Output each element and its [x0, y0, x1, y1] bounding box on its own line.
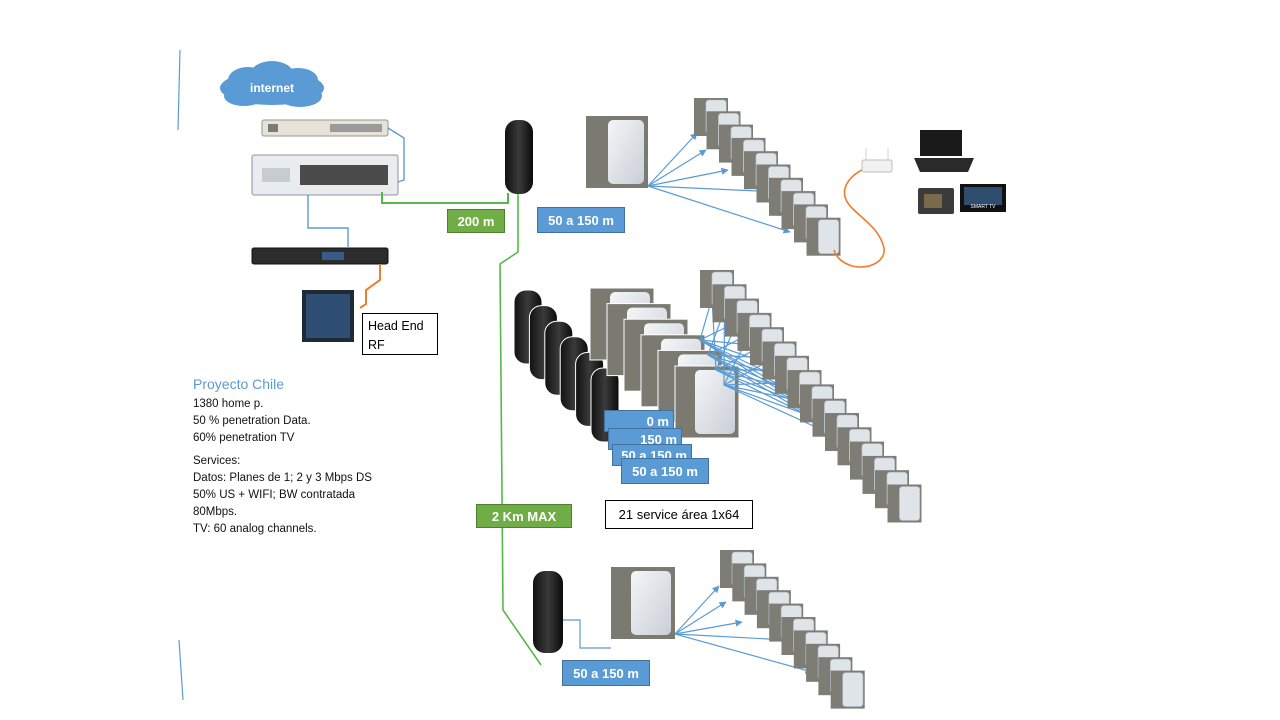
drop-arrow	[647, 167, 729, 187]
ont-stack-bottom	[720, 550, 865, 709]
drop-distance-label-top: 50 a 150 m	[537, 207, 625, 233]
ont-unit-icon	[806, 217, 841, 256]
drop-arrow	[674, 619, 743, 635]
drop-distance-label-middle: 50 a 150 m	[621, 458, 709, 484]
drop-arrow	[674, 633, 813, 674]
drop-distance-label-bottom: 50 a 150 m	[562, 660, 650, 686]
ont-unit-icon	[830, 670, 865, 709]
project-stat: 50 % penetration Data.	[193, 415, 311, 427]
edfa-amplifier-icon	[251, 247, 389, 265]
service-item: 50% US + WIFI; BW contratada	[193, 489, 356, 501]
drop-line	[563, 619, 611, 649]
project-info: Proyecto Chile 1380 home p. 50 % penetra…	[193, 376, 433, 538]
max-distance-label: 2 Km MAX	[476, 504, 572, 528]
service-area-label: 21 service área 1x64	[605, 500, 753, 529]
tv-set-top-icon	[918, 188, 954, 214]
ont-unit-icon	[887, 484, 922, 523]
project-title: Proyecto Chile	[193, 376, 285, 392]
server-rack-icon	[302, 290, 354, 342]
slide-edge-line	[177, 49, 181, 131]
project-stat: 60% penetration TV	[193, 432, 295, 444]
nap-box-icon	[611, 567, 675, 639]
drop-fan-top	[647, 132, 791, 234]
slide-edge-line	[178, 639, 184, 701]
coax-line	[359, 264, 381, 309]
splice-closure-icon	[505, 120, 533, 194]
wifi-router-icon	[861, 148, 893, 173]
router-switch-icon	[261, 119, 389, 137]
feeder-distance-label: 200 m	[447, 209, 505, 233]
link-line	[387, 127, 405, 183]
service-item: TV: 60 analog channels.	[193, 523, 317, 535]
nap-box-icon	[586, 116, 648, 188]
project-stat: 1380 home p.	[193, 398, 264, 410]
drop-arrow	[674, 601, 727, 635]
feeder-fiber-line	[381, 192, 509, 204]
laptop-icon	[914, 130, 974, 172]
smart-tv-icon: SMART TV	[960, 184, 1006, 212]
internet-label: internet	[249, 81, 294, 95]
drop-arrow	[674, 585, 720, 635]
internet-cloud-icon	[220, 61, 324, 107]
head-end-line2: RF	[368, 338, 385, 352]
service-item: Datos: Planes de 1; 2 y 3 Mbps DS	[193, 472, 372, 484]
ont-stack-top	[694, 98, 841, 256]
drop-fan-bottom	[674, 585, 813, 674]
home-coax-line	[833, 167, 885, 268]
smart-tv-text: SMART TV	[970, 204, 996, 210]
drop-arrow	[647, 185, 791, 234]
drop-arrow	[720, 309, 729, 386]
service-item: 80Mbps.	[193, 506, 238, 518]
olt-chassis-icon	[251, 154, 399, 196]
drop-arrow	[647, 132, 698, 187]
splice-closure-icon	[533, 571, 563, 653]
services-heading: Services:	[193, 455, 241, 467]
drop-arrow	[647, 149, 707, 187]
service-area-group	[513, 270, 922, 523]
feeder-fiber-line	[499, 193, 542, 666]
link-line	[307, 195, 349, 248]
drop-arrow	[674, 633, 789, 644]
head-end-box: Head End RF	[362, 313, 438, 355]
head-end-line1: Head End	[368, 319, 424, 333]
